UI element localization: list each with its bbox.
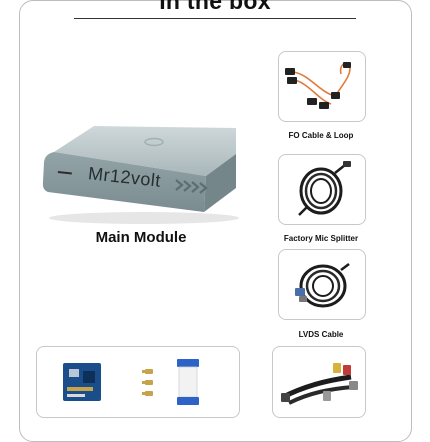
coax-connectors-icon xyxy=(142,369,153,396)
page-title: In the box xyxy=(159,0,271,14)
lvds-cable-icon xyxy=(295,263,350,308)
main-module-label: Main Module xyxy=(95,229,187,246)
mic-splitter-thumbnail xyxy=(278,154,366,225)
fo-cable-thumbnail xyxy=(278,51,366,122)
lvds-cable-thumbnail xyxy=(278,249,366,320)
fiber-optic-cable-icon xyxy=(285,61,351,109)
lvds-cable-label: LVDS Cable xyxy=(298,330,344,339)
mic-splitter-cable-icon xyxy=(298,161,351,216)
wiring-harness-icon xyxy=(281,363,358,405)
bottom-items-thumbnail xyxy=(36,346,240,418)
wiring-harness-thumbnail xyxy=(272,346,366,418)
fo-cable-label: FO Cable & Loop xyxy=(288,131,354,140)
circuit-board-icon xyxy=(63,363,101,401)
main-module-image: Mr12volt xyxy=(36,118,246,226)
mic-splitter-label: Factory Mic Splitter xyxy=(283,234,359,243)
ribbon-cable-icon xyxy=(177,359,199,405)
title-divider xyxy=(74,18,356,19)
